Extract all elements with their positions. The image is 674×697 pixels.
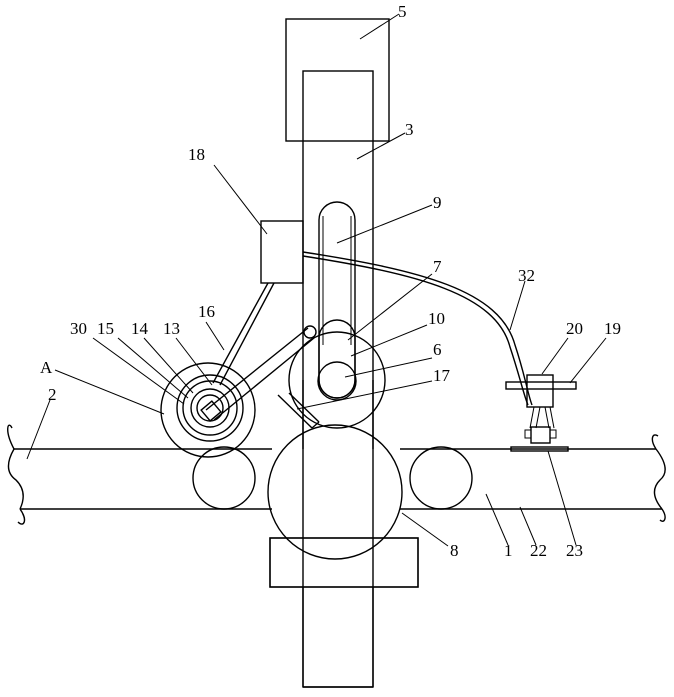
label-22: 22 bbox=[530, 541, 547, 560]
link-16b bbox=[220, 283, 274, 385]
base-block bbox=[270, 538, 418, 587]
left-conveyor-belt bbox=[8, 425, 272, 524]
link-16a bbox=[213, 283, 268, 383]
gripper bbox=[525, 407, 556, 443]
column-3 bbox=[303, 71, 373, 687]
main-roller-8 bbox=[268, 425, 402, 559]
label-7: 7 bbox=[433, 257, 442, 276]
label-1: 1 bbox=[504, 541, 513, 560]
label-A: A bbox=[40, 358, 53, 377]
label-8: 8 bbox=[450, 541, 459, 560]
label-13: 13 bbox=[163, 319, 180, 338]
label-9: 9 bbox=[433, 193, 442, 212]
box-18 bbox=[261, 221, 303, 283]
label-16: 16 bbox=[198, 302, 215, 321]
plate-19 bbox=[506, 382, 576, 389]
label-14: 14 bbox=[131, 319, 149, 338]
label-19: 19 bbox=[604, 319, 621, 338]
eccentric-6 bbox=[318, 362, 356, 400]
label-10: 10 bbox=[428, 309, 445, 328]
right-roller bbox=[410, 447, 472, 509]
wheel-assembly bbox=[161, 363, 255, 457]
label-2: 2 bbox=[48, 385, 57, 404]
label-18: 18 bbox=[188, 145, 205, 164]
label-17: 17 bbox=[433, 366, 451, 385]
label-23: 23 bbox=[566, 541, 583, 560]
label-30: 30 bbox=[70, 319, 87, 338]
label-32: 32 bbox=[518, 266, 535, 285]
label-15: 15 bbox=[97, 319, 114, 338]
label-3: 3 bbox=[405, 120, 414, 139]
label-5: 5 bbox=[398, 2, 407, 21]
slot-9 bbox=[319, 202, 355, 398]
label-20: 20 bbox=[566, 319, 583, 338]
base-block-front bbox=[270, 538, 418, 587]
label-6: 6 bbox=[433, 340, 442, 359]
